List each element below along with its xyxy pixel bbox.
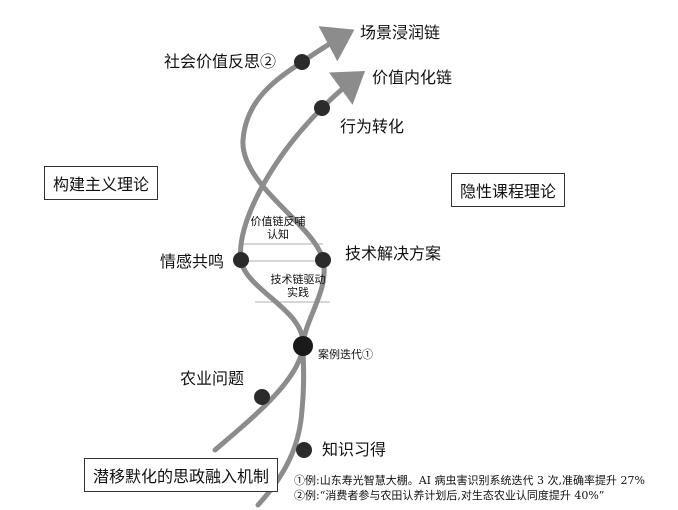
social-reflection-label: 社会价值反思② (164, 52, 277, 71)
behavior-label: 行为转化 (340, 117, 405, 136)
constructivism-box: 构建主义理论 (44, 166, 159, 200)
node-tech-solution (315, 252, 331, 268)
footnote-2: ②例:“消费者参与农田认养计划后,对生态农业认同度提升 40%” (294, 489, 605, 502)
knowledge-label: 知识习得 (322, 440, 387, 459)
mechanism-box: 潜移默化的思政融入机制 (84, 458, 279, 492)
node-emotion (233, 252, 249, 268)
value-chain-label: 价值内化链 (372, 68, 453, 87)
node-agri-problem (254, 389, 270, 405)
hidden-curriculum-box: 隐性课程理论 (451, 173, 566, 207)
footnote-1: ①例:山东寿光智慧大棚。AI 病虫害识别系统迭代 3 次,准确率提升 27% (294, 474, 645, 487)
node-behavior (314, 100, 330, 116)
feedback-line2: 认知 (267, 228, 289, 241)
scene-chain-label: 场景浸润链 (360, 23, 441, 42)
case-iteration-label: 案例迭代① (318, 348, 373, 361)
tech-solution-label: 技术解决方案 (345, 244, 442, 263)
agri-problem-label: 农业问题 (180, 369, 245, 388)
node-social-reflection (294, 54, 310, 70)
feedback-line1: 价值链反哺 (250, 215, 306, 228)
drive-line2: 实践 (287, 286, 309, 299)
scene-chain-strand (240, 26, 355, 508)
node-knowledge (296, 442, 312, 458)
feedback-link-label: 价值链反哺 认知 (228, 215, 328, 241)
emotion-label: 情感共鸣 (160, 252, 225, 271)
drive-line1: 技术链驱动 (270, 273, 326, 286)
drive-link-label: 技术链驱动 实践 (248, 273, 348, 299)
node-case-iteration (293, 336, 313, 356)
